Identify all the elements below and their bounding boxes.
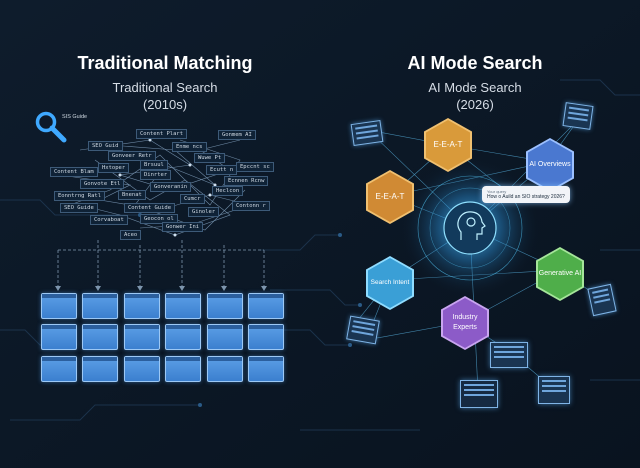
eeat-hexagon-left: E-E-A-T xyxy=(366,170,414,224)
result-card xyxy=(124,293,160,319)
result-card xyxy=(41,293,77,319)
generative-ai-label: Generative AI xyxy=(538,249,582,299)
industry-experts-label: Industry Experts xyxy=(443,298,487,348)
industry-experts-hexagon: Industry Experts xyxy=(441,296,489,350)
keyword-tag: Content Blam xyxy=(50,167,98,177)
keyword-tag: Eonntrng Ratl xyxy=(54,191,106,201)
left-subtitle: Traditional Search xyxy=(112,80,218,95)
keyword-tag: Ecutt n xyxy=(206,165,238,175)
eeat-label-left: E-E-A-T xyxy=(368,172,412,222)
left-subtitle-year: (2010s) xyxy=(142,97,188,112)
result-card xyxy=(248,293,284,319)
result-card xyxy=(41,324,77,350)
document-window xyxy=(346,315,380,345)
result-card xyxy=(124,324,160,350)
query-label: Your query xyxy=(487,189,507,194)
result-card xyxy=(124,356,160,382)
keyword-tag: Content Guide xyxy=(124,203,176,213)
eeat-hexagon-top: E-E-A-T xyxy=(424,118,472,172)
keyword-tag: Wuwe Pt xyxy=(194,153,226,163)
result-card xyxy=(82,293,118,319)
keyword-tag: Contonn r xyxy=(232,201,270,211)
eeat-label-top: E-E-A-T xyxy=(426,120,470,170)
right-subtitle-year: (2026) xyxy=(456,97,494,112)
right-subtitle: AI Mode Search xyxy=(428,80,522,95)
ai-overviews-label: AI Overviews xyxy=(528,140,572,190)
keyword-tag: Bnenat xyxy=(118,190,146,200)
keyword-tag: SEO Guide xyxy=(60,203,98,213)
result-card xyxy=(207,293,243,319)
document-window xyxy=(350,120,384,146)
result-card xyxy=(41,356,77,382)
keyword-tag: Epccnt sc xyxy=(236,162,274,172)
search-icon xyxy=(35,111,67,143)
keyword-tag: Aceo xyxy=(120,230,142,240)
keyword-tag: Brsuul xyxy=(140,160,168,170)
result-card xyxy=(248,356,284,382)
result-card xyxy=(165,356,201,382)
result-card xyxy=(248,324,284,350)
keyword-tag: Gonmem AI xyxy=(218,130,256,140)
keyword-tag: Dinrter xyxy=(140,170,172,180)
keyword-tag: Ecnnen Rcnw xyxy=(224,176,269,186)
result-card xyxy=(165,324,201,350)
search-intent-label: Search Intent xyxy=(368,258,412,308)
keyword-tag: Heclcon xyxy=(212,186,244,196)
keyword-tag: Cumcr xyxy=(180,194,205,204)
ai-head-icon xyxy=(457,211,486,240)
generative-ai-hexagon: Generative AI xyxy=(536,247,584,301)
result-card xyxy=(165,293,201,319)
keyword-tag: Hxtoper xyxy=(98,163,130,173)
document-window xyxy=(490,342,528,368)
search-label: SIS Guide xyxy=(62,114,88,120)
document-window xyxy=(460,380,498,408)
document-window xyxy=(562,102,594,130)
keyword-tag: Gonveranin xyxy=(150,182,192,192)
keyword-tag: Content Plart xyxy=(136,129,188,139)
document-window xyxy=(538,376,570,404)
keyword-tag: Ginoler xyxy=(188,207,220,217)
result-card xyxy=(207,324,243,350)
left-title: Traditional Matching xyxy=(77,53,253,73)
query-bubble: Your query How o Auild an SIO strategy 2… xyxy=(482,186,570,203)
keyword-tag: Gonvote Etl xyxy=(80,179,125,189)
keyword-tag: Gonwer Ini xyxy=(162,222,204,232)
result-card xyxy=(82,324,118,350)
query-text: How o Auild an SIO strategy 2026? xyxy=(487,194,565,200)
right-title: AI Mode Search xyxy=(407,53,543,73)
result-card xyxy=(207,356,243,382)
keyword-tag: Enme ncs xyxy=(172,142,207,152)
keyword-tag: Geocon ol xyxy=(140,214,178,224)
search-intent-hexagon: Search Intent xyxy=(366,256,414,310)
keyword-tag: Corvaboat xyxy=(90,215,128,225)
result-card xyxy=(82,356,118,382)
ai-overviews-hexagon: AI Overviews xyxy=(526,138,574,192)
keyword-tag: SEO Guid xyxy=(88,141,123,151)
keyword-tag: Gonveer Retr xyxy=(108,151,156,161)
